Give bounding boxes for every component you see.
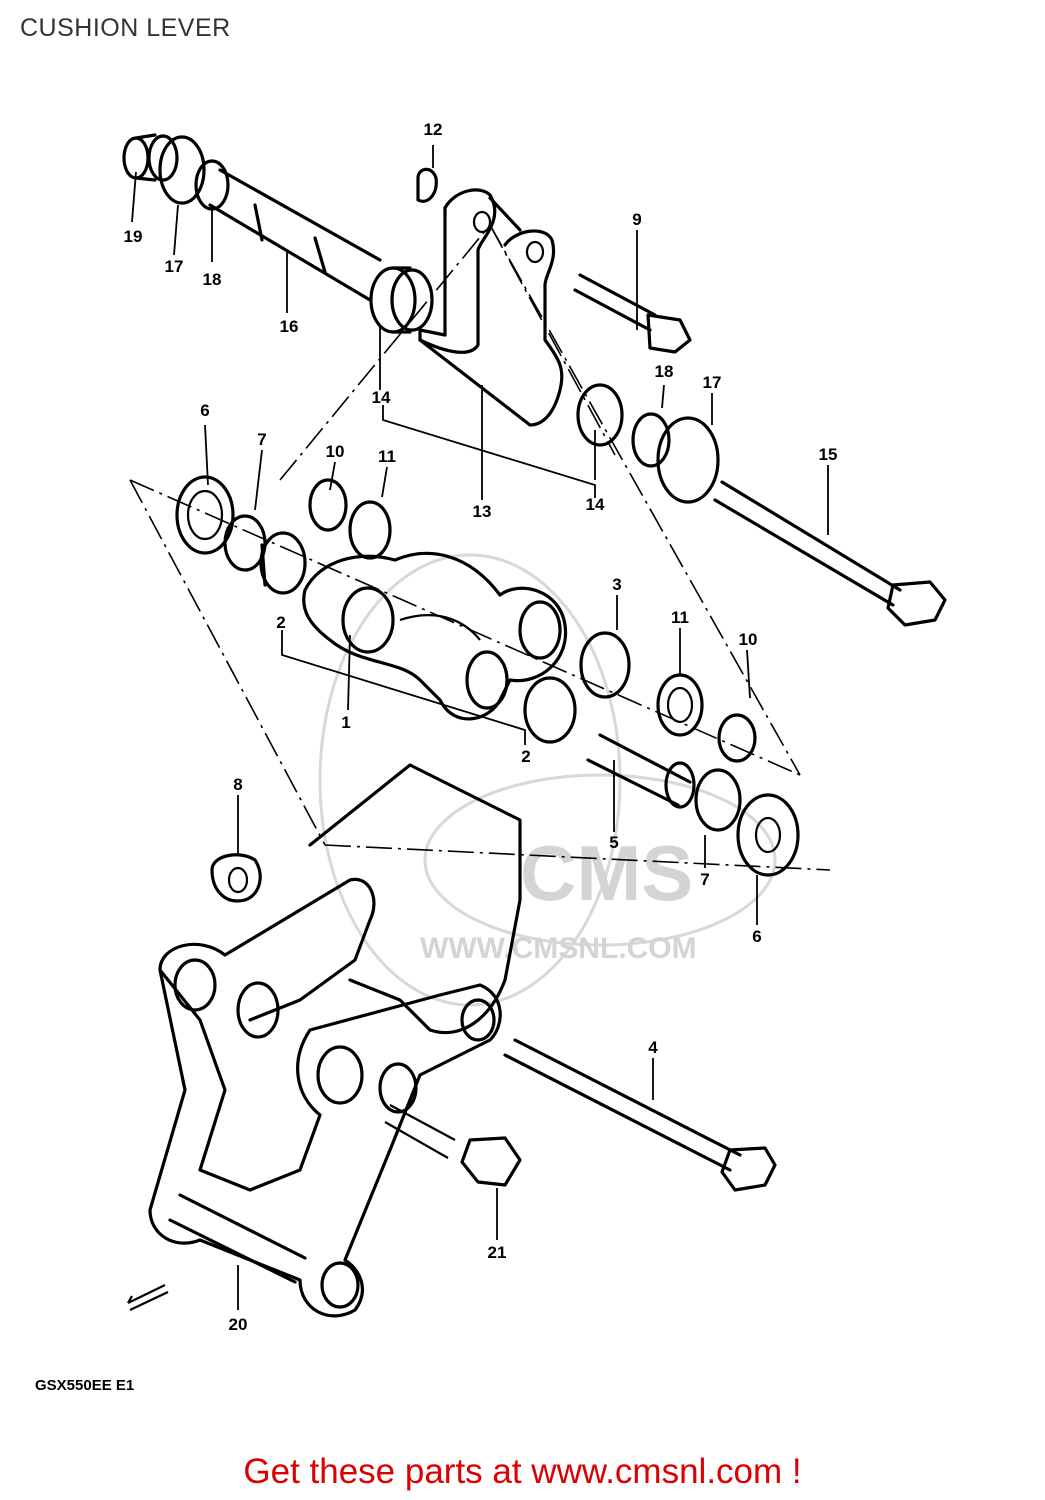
callout: 3 [612,575,621,594]
part-bracket-13 [416,167,564,427]
callout: 2 [276,613,285,632]
part-left-spacers [175,475,392,595]
watermark-logo: CMS [520,829,693,917]
part-cushion-lever-1 [302,551,568,721]
assembly-guide-lines [129,223,831,871]
part-upper-shaft-assembly [122,133,434,334]
leader-lines [131,145,829,1310]
callout: 11 [671,608,689,627]
callout: 7 [257,430,266,449]
callout: 10 [326,442,345,461]
page-title: CUSHION LEVER [20,14,231,42]
callout: 17 [165,257,184,276]
part-bolt-4 [503,1038,777,1192]
callout: 16 [280,317,299,336]
callout: 18 [655,362,674,381]
model-code: GSX550EE E1 [35,1377,134,1394]
cmsnl-watermark: CMS WWW.CMSNL.COM [318,553,777,1007]
callout: 9 [632,210,641,229]
callout: 14 [586,495,605,514]
callout: 13 [473,502,492,521]
callout: 21 [488,1243,507,1262]
part-right-spacers [576,383,947,627]
callout: 14 [372,388,391,407]
callout: 11 [378,447,396,466]
callout: 15 [819,445,838,464]
callout: 1 [341,713,350,732]
callout: 2 [521,747,530,766]
callout: 6 [200,401,209,420]
exploded-parts-diagram: CMS WWW.CMSNL.COM [35,120,947,1394]
callout: 4 [648,1038,658,1057]
callout-numbers: 12 9 19 17 18 16 14 18 17 15 6 7 10 11 1… [124,120,838,1334]
direction-arrow-icon [127,1284,169,1311]
watermark-url: WWW.CMSNL.COM [420,932,697,965]
callout: 17 [703,373,722,392]
part-nut-8 [210,853,262,903]
callout: 12 [424,120,443,139]
part-link-bracket-20 [148,763,522,1318]
callout: 19 [124,227,143,246]
callout: 5 [609,833,618,852]
callout: 20 [229,1315,248,1334]
part-right-bushings [523,631,800,877]
part-bolt-9 [573,273,692,354]
callout: 18 [203,270,222,289]
callout: 6 [752,927,761,946]
part-bolt-21 [384,1104,522,1187]
callout: 8 [233,775,242,794]
footer-promo-text: Get these parts at www.cmsnl.com ! [243,1452,802,1491]
callout: 7 [700,870,709,889]
callout: 10 [739,630,758,649]
